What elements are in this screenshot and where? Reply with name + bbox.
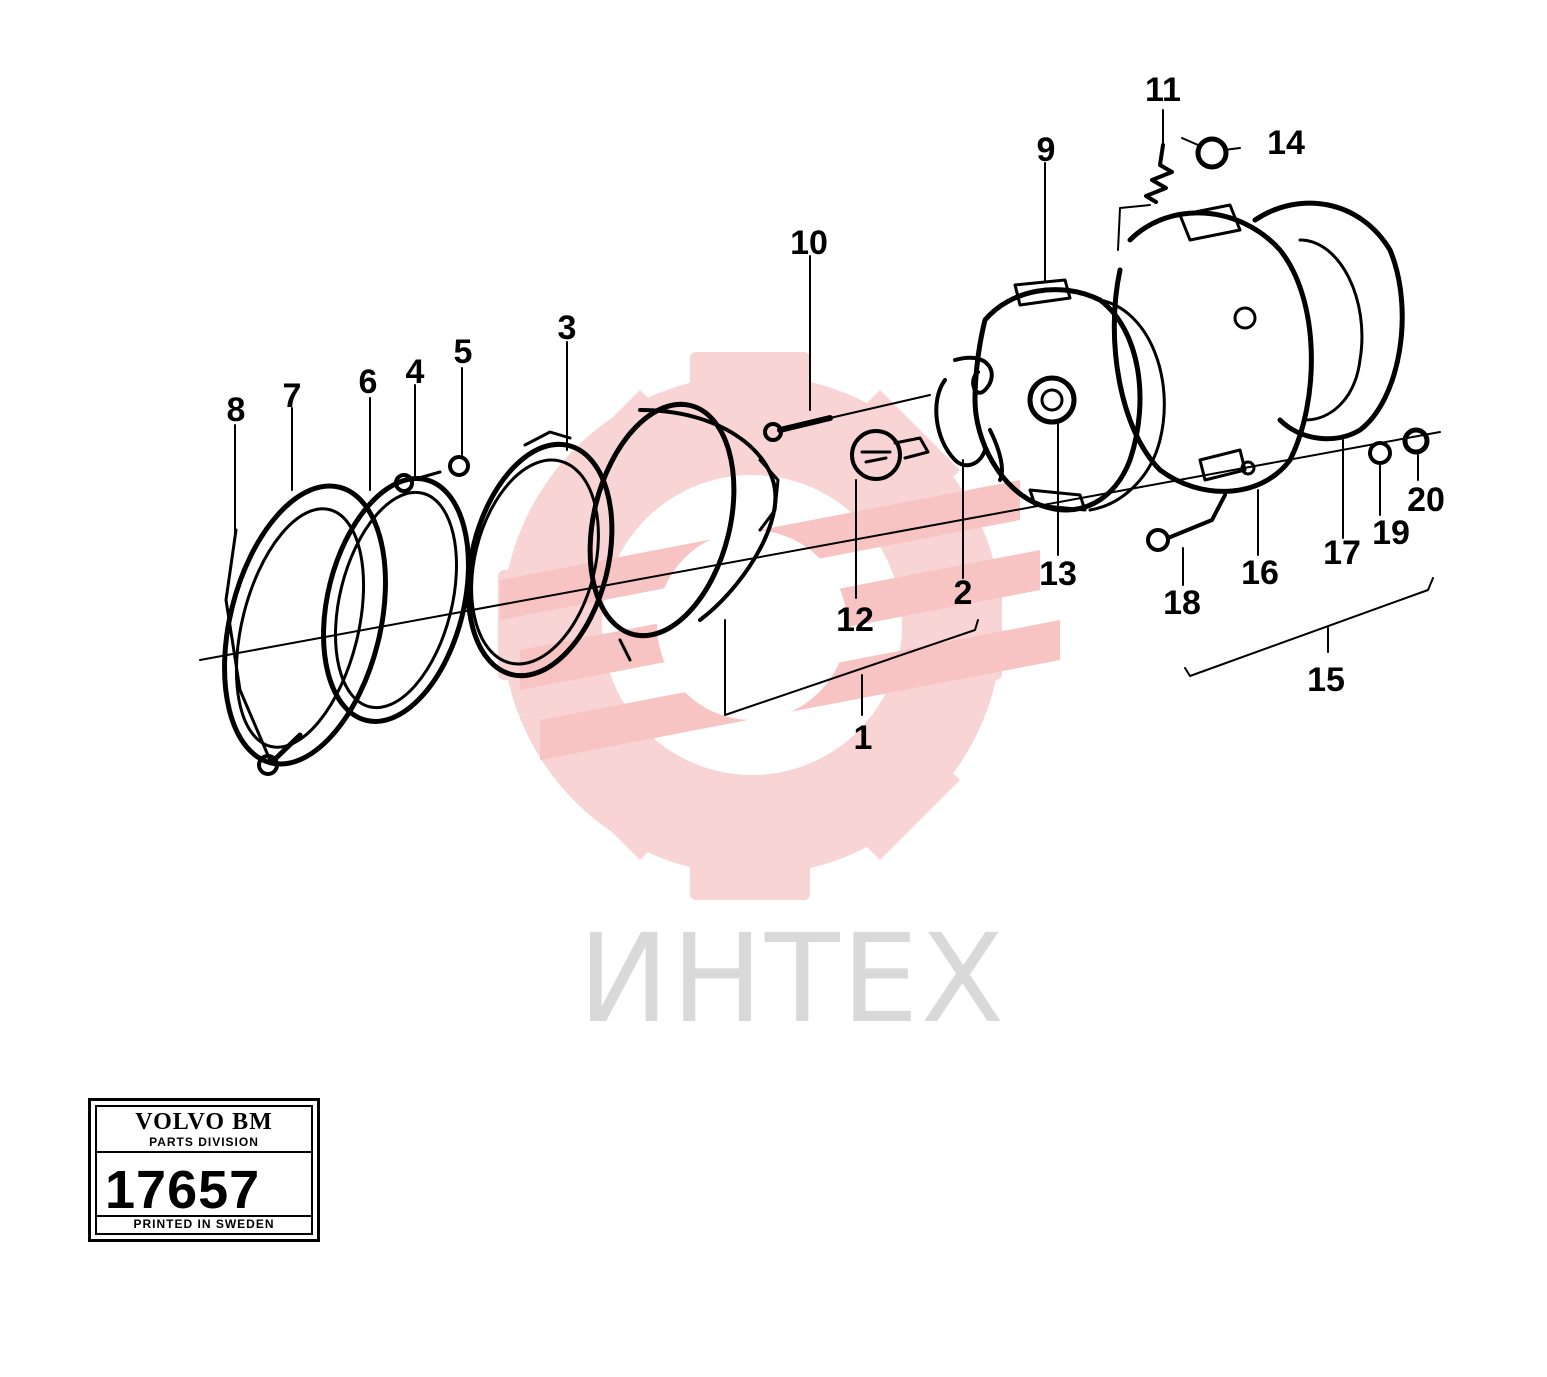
badge-divider <box>97 1215 311 1217</box>
callout-4: 4 <box>405 353 425 391</box>
badge-divider <box>97 1151 311 1153</box>
badge-catalog-number: 17657 <box>105 1160 261 1220</box>
callout-10: 10 <box>790 224 828 262</box>
callout-16: 16 <box>1241 554 1279 592</box>
callout-18: 18 <box>1163 584 1201 622</box>
badge-brand: VOLVO BM <box>135 1109 273 1135</box>
callout-13: 13 <box>1039 555 1077 593</box>
callout-8: 8 <box>226 391 246 429</box>
callout-14: 14 <box>1267 124 1305 162</box>
callout-6: 6 <box>358 363 378 401</box>
callout-5: 5 <box>453 333 473 371</box>
badge-printed-note: PRINTED IN SWEDEN <box>133 1217 275 1231</box>
callout-1: 1 <box>853 719 873 757</box>
callout-12: 12 <box>836 601 874 639</box>
callout-15: 15 <box>1307 661 1345 699</box>
badge-inner-frame: VOLVO BM PARTS DIVISION 17657 PRINTED IN… <box>95 1105 313 1235</box>
callout-2: 2 <box>953 574 973 612</box>
watermark-text: ИНТЕХ <box>578 908 1007 1050</box>
callout-17: 17 <box>1323 534 1361 572</box>
callout-9: 9 <box>1036 131 1056 169</box>
badge-division: PARTS DIVISION <box>149 1135 259 1149</box>
parts-division-badge: VOLVO BM PARTS DIVISION 17657 PRINTED IN… <box>88 1098 320 1242</box>
callout-19: 19 <box>1372 514 1410 552</box>
callout-20: 20 <box>1407 481 1445 519</box>
callout-11: 11 <box>1145 71 1181 109</box>
callout-3: 3 <box>557 309 577 347</box>
callout-7: 7 <box>282 377 302 415</box>
